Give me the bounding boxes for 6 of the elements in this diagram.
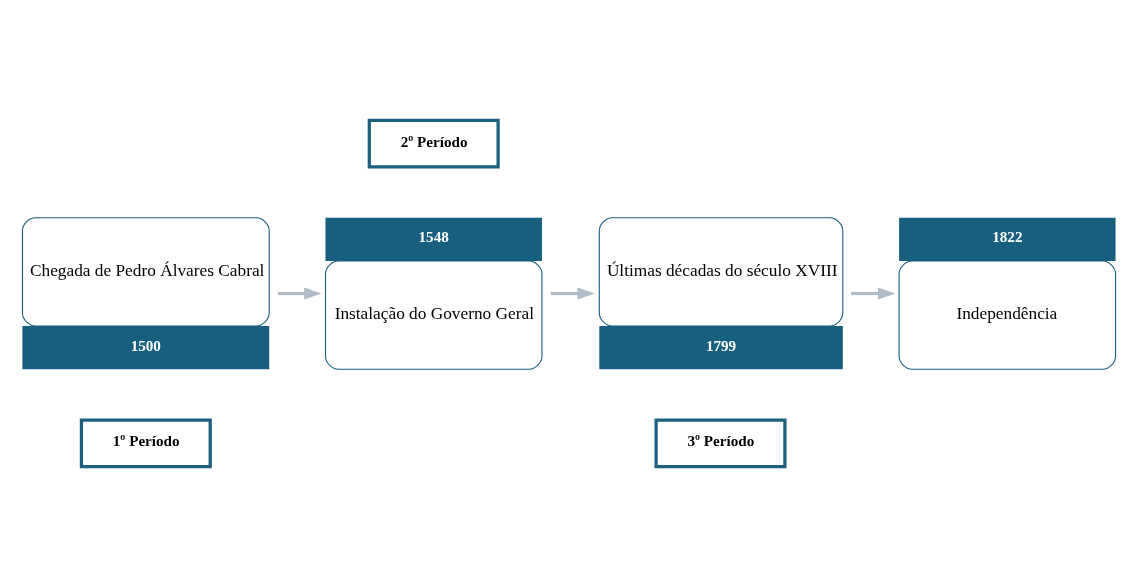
node-box: 2º Período (367, 118, 500, 169)
node-box: 1º Período (79, 418, 212, 469)
arrow (851, 287, 896, 300)
arrow (550, 287, 595, 300)
arrow (277, 287, 322, 300)
node-box: 3º Período (654, 418, 787, 469)
